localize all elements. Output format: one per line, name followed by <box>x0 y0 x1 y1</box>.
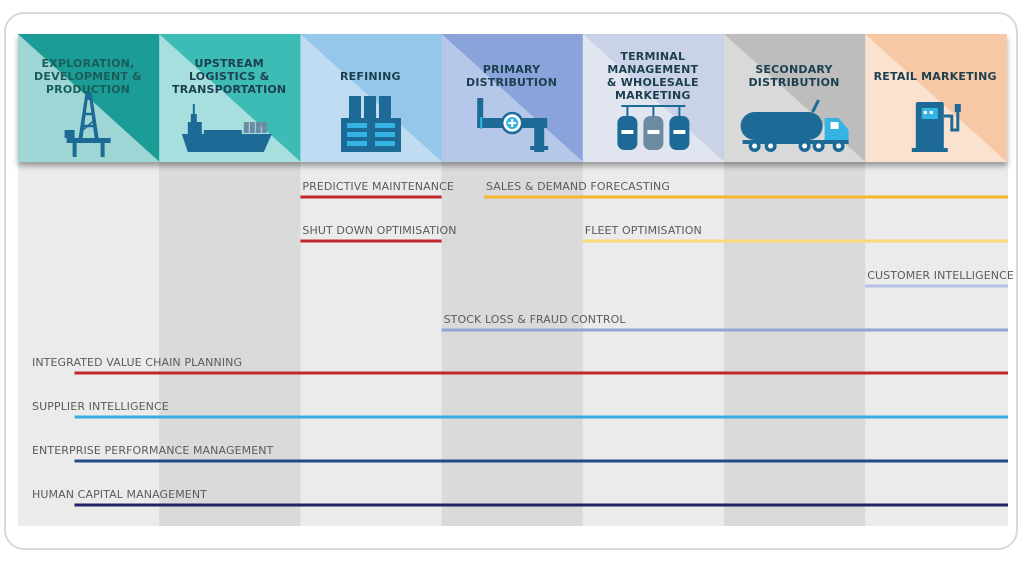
stage-header-accent <box>865 34 1007 162</box>
storage-tanks-icon <box>617 105 690 150</box>
column-band-primary <box>441 162 584 526</box>
capability-label: HUMAN CAPITAL MANAGEMENT <box>32 488 207 501</box>
stage-label-exploration: EXPLORATION, DEVELOPMENT & PRODUCTION <box>34 56 142 96</box>
capability-label: ENTERPRISE PERFORMANCE MANAGEMENT <box>32 444 274 457</box>
tanker-truck-icon <box>740 99 849 152</box>
stage-label-primary: PRIMARY DISTRIBUTION <box>466 63 558 89</box>
column-band-secondary <box>724 162 866 526</box>
stage-label-refining: REFINING <box>340 69 401 83</box>
column-band-terminal <box>582 162 725 526</box>
capability-label: CUSTOMER INTELLIGENCE <box>867 269 1014 282</box>
refinery-icon <box>341 96 401 152</box>
column-band-upstream <box>159 162 301 526</box>
stage-label-retail: RETAIL MARKETING <box>873 69 997 83</box>
fuel-pump-icon <box>911 102 961 152</box>
column-band-refining <box>300 162 443 526</box>
capability-label: SHUT DOWN OPTIMISATION <box>302 224 457 237</box>
stage-label-secondary: SECONDARY DISTRIBUTION <box>748 63 840 89</box>
capability-label: STOCK LOSS & FRAUD CONTROL <box>443 313 626 326</box>
capability-label: SALES & DEMAND FORECASTING <box>485 180 671 193</box>
column-band-retail <box>865 162 1007 526</box>
stage-header-accent <box>441 34 584 162</box>
cargo-ship-icon <box>181 104 272 152</box>
stage-label-upstream: UPSTREAM LOGISTICS & TRANSPORTATION <box>172 56 287 96</box>
capability-label: SUPPLIER INTELLIGENCE <box>32 400 169 413</box>
column-band-exploration <box>18 162 160 526</box>
stage-label-terminal: TERMINAL MANAGEMENT & WHOLESALE MARKETIN… <box>606 50 699 102</box>
oil-rig-icon <box>64 92 111 157</box>
pipeline-icon <box>477 98 549 152</box>
capability-label: FLEET OPTIMISATION <box>584 224 702 237</box>
capability-label: PREDICTIVE MAINTENANCE <box>302 180 454 193</box>
capability-label: INTEGRATED VALUE CHAIN PLANNING <box>32 356 243 369</box>
